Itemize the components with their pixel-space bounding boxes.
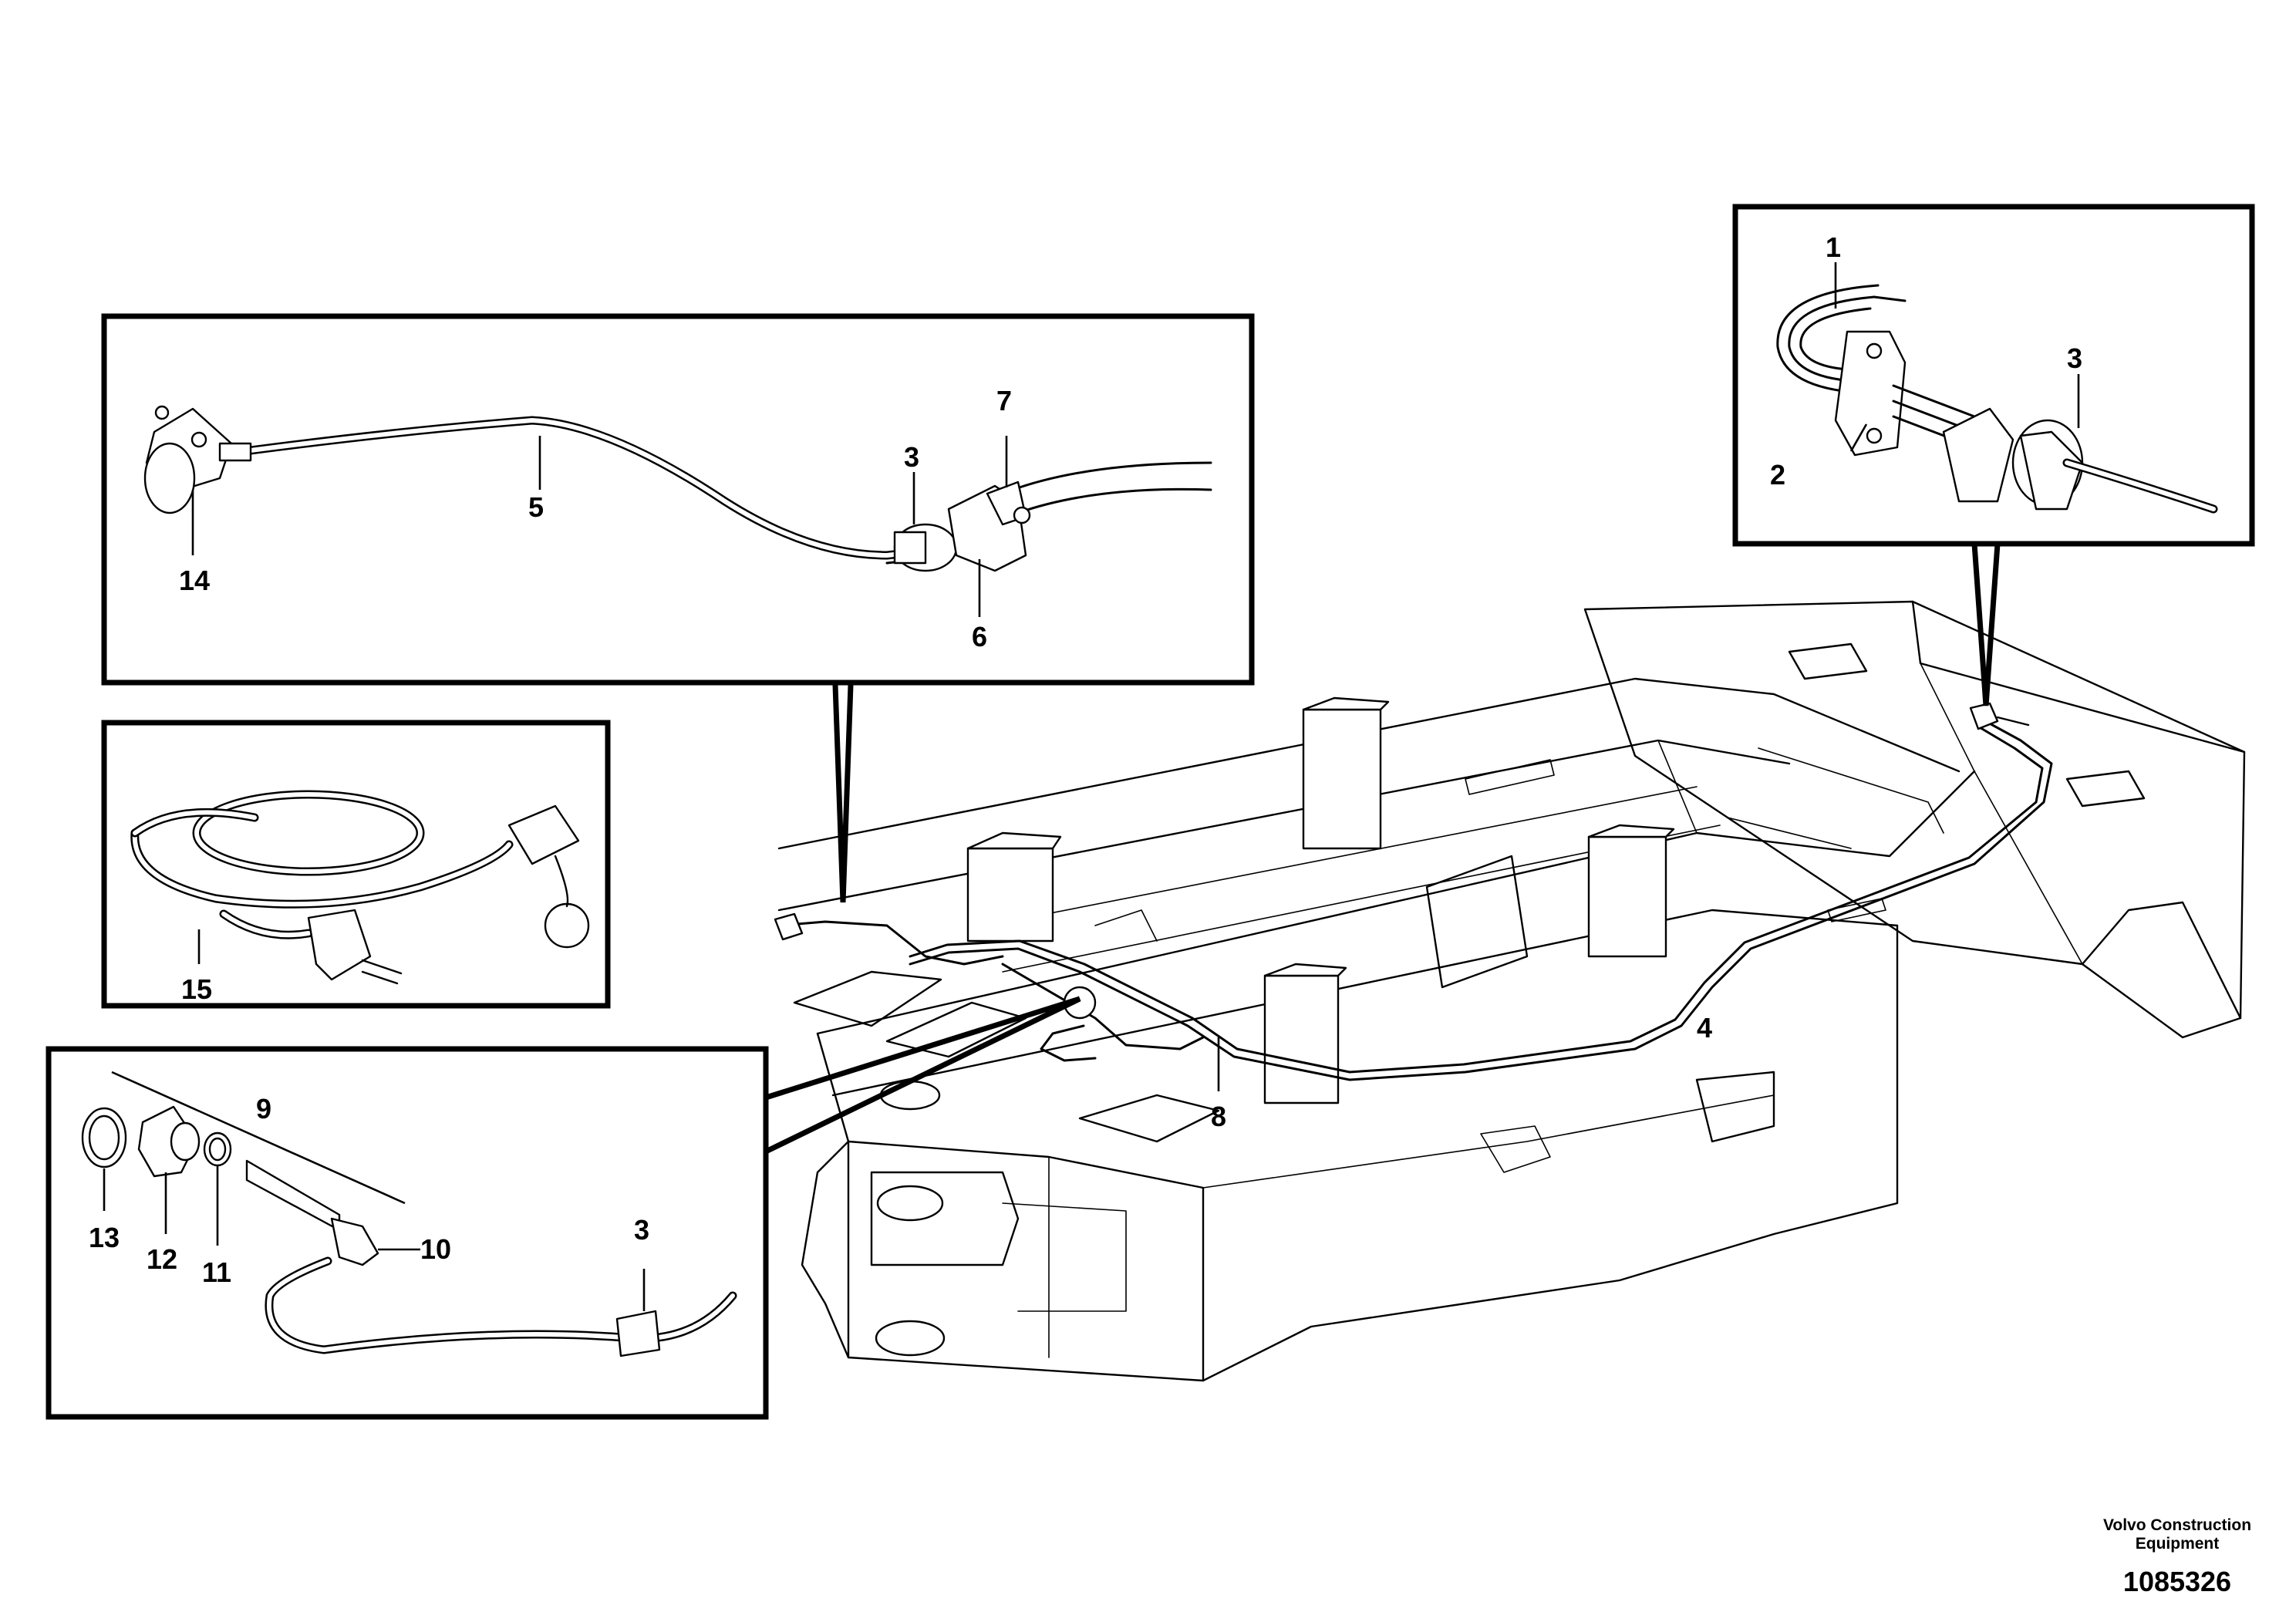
undercarriage-frame xyxy=(777,600,2246,1382)
callout-10: 10 xyxy=(420,1233,451,1265)
callout-7: 7 xyxy=(996,385,1012,416)
callout-14: 14 xyxy=(179,565,210,596)
detail-box-top-left xyxy=(101,313,1255,686)
callout-12: 12 xyxy=(147,1243,177,1275)
detail-box-bottom-left xyxy=(46,1046,769,1420)
callout-4: 4 xyxy=(1697,1012,1712,1044)
callout-9: 9 xyxy=(256,1093,271,1125)
callout-3-bottom: 3 xyxy=(634,1214,649,1246)
company-name-line2: Equipment xyxy=(2136,1535,2220,1553)
callout-15: 15 xyxy=(181,973,212,1005)
drawing-number: 1085326 xyxy=(2123,1566,2231,1597)
callout-2: 2 xyxy=(1770,459,1785,491)
footer-block: Volvo Construction Equipment 1085326 xyxy=(2103,1516,2251,1597)
callout-8: 8 xyxy=(1211,1101,1226,1132)
callout-6: 6 xyxy=(972,621,987,653)
callout-1: 1 xyxy=(1826,231,1841,263)
callout-labels: 1 2 3 3 3 4 5 6 7 8 9 10 11 12 13 14 15 xyxy=(89,231,2082,1288)
callout-11: 11 xyxy=(202,1256,231,1288)
callout-3-top-right: 3 xyxy=(2067,342,2082,374)
main-cable-harness xyxy=(774,702,2053,1091)
callout-5: 5 xyxy=(528,491,544,523)
callout-3-top-left: 3 xyxy=(904,441,919,473)
company-name-line1: Volvo Construction xyxy=(2103,1516,2251,1534)
callout-pointers xyxy=(764,543,2001,1155)
detail-box-middle-left xyxy=(101,720,611,1009)
callout-13: 13 xyxy=(89,1222,120,1253)
detail-box-top-right xyxy=(1732,204,2255,547)
